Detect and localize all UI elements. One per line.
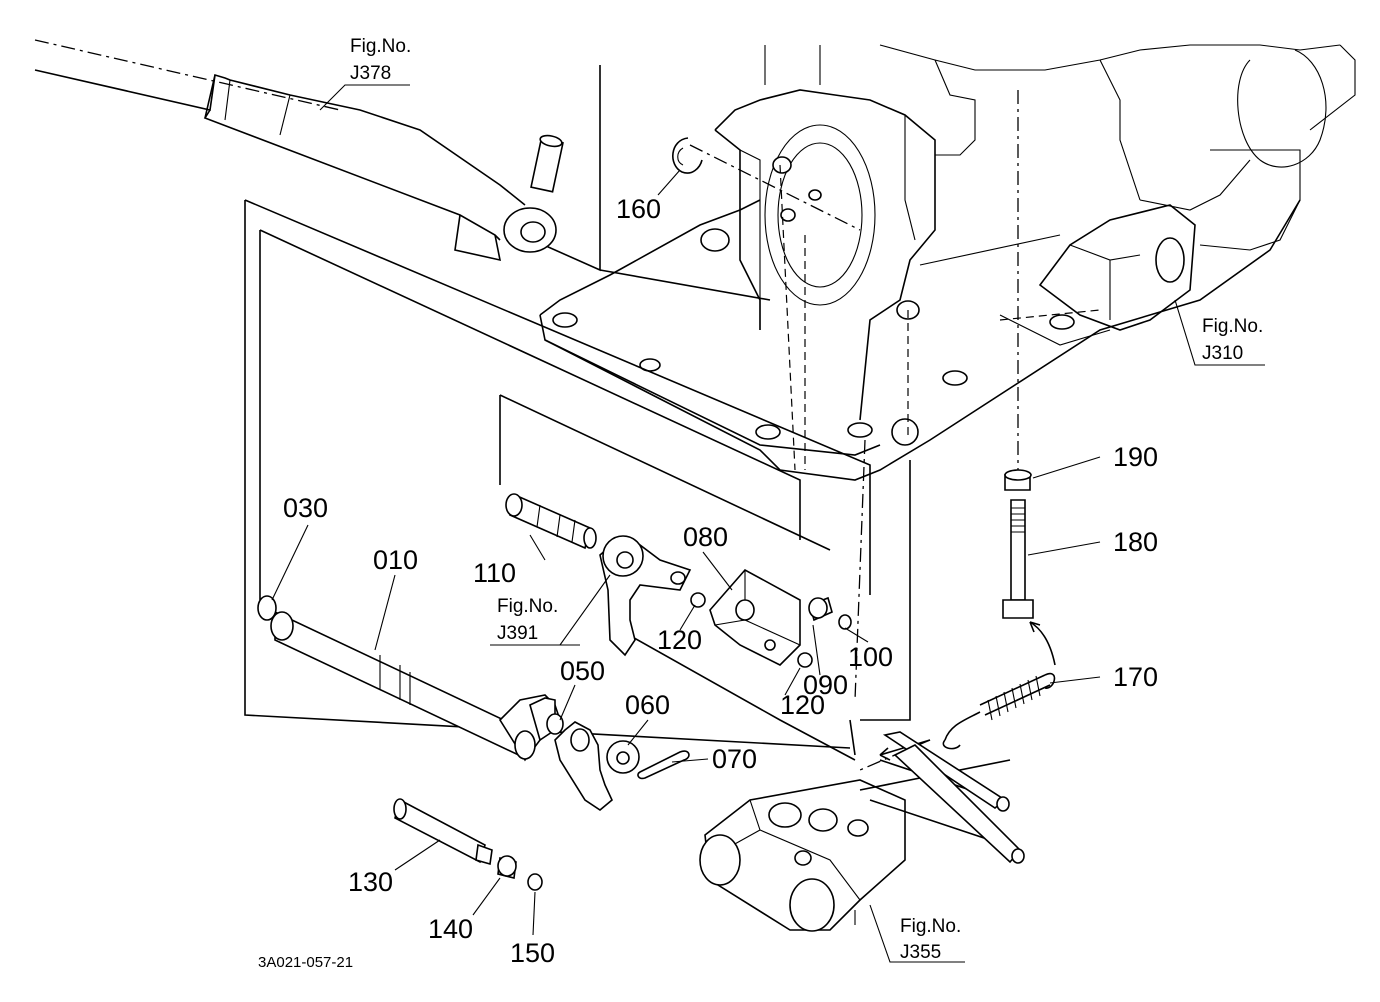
lever-j391 (599, 535, 692, 657)
part-number-callouts: 030 010 110 080 120 100 090 050 060 070 … (283, 194, 1158, 968)
callout-120b: 120 (780, 690, 825, 720)
valve-block-j355 (699, 731, 1025, 932)
callout-070: 070 (712, 744, 757, 774)
part-050-arm (554, 721, 613, 811)
leader-lines (271, 84, 1265, 963)
figure-reference-j391: Fig.No. J391 (497, 596, 558, 644)
callout-140: 140 (428, 914, 473, 944)
transmission-housing (539, 44, 1356, 481)
part-060-washer (606, 740, 640, 774)
part-120a-clip (690, 592, 706, 608)
figure-reference-j355: Fig.No. J355 (900, 916, 961, 963)
fig-label-text: Fig.No. (900, 916, 961, 937)
callout-180: 180 (1113, 527, 1158, 557)
fig-number-text: J378 (350, 63, 391, 84)
part-130-pin (393, 798, 493, 866)
figure-reference-j378: Fig.No. J378 (350, 36, 411, 84)
part-180-bolt (1002, 499, 1034, 619)
fig-number-text: J310 (1202, 343, 1243, 364)
callout-150: 150 (510, 938, 555, 968)
callout-120a: 120 (657, 625, 702, 655)
part-170-spring (879, 621, 1056, 761)
callout-160: 160 (616, 194, 661, 224)
part-160-clip (672, 137, 703, 174)
part-140-collar (497, 855, 517, 879)
part-120b-clip (797, 652, 813, 668)
callout-010: 010 (373, 545, 418, 575)
callout-060: 060 (625, 690, 670, 720)
part-070-cotter-pin (637, 750, 690, 780)
part-100-clip (838, 614, 852, 630)
callout-050: 050 (560, 656, 605, 686)
fig-label-text: Fig.No. (497, 596, 558, 617)
fig-number-text: J355 (900, 942, 941, 963)
callout-130: 130 (348, 867, 393, 897)
part-090-collar (808, 596, 833, 622)
part-190-nut (1004, 469, 1032, 491)
fig-label-text: Fig.No. (350, 36, 411, 57)
fig-number-text: J391 (497, 623, 538, 644)
upper-lever-j378 (34, 69, 564, 262)
callout-090: 090 (803, 670, 848, 700)
part-010-shift-shaft (270, 610, 564, 762)
callout-110: 110 (473, 558, 516, 588)
figure-reference-j310: Fig.No. J310 (1202, 316, 1263, 364)
callout-170: 170 (1113, 662, 1158, 692)
callout-080: 080 (683, 522, 728, 552)
part-150-clip (527, 873, 543, 891)
drawing-code: 3A021-057-21 (258, 954, 353, 971)
part-110-pin (505, 493, 597, 550)
callout-100: 100 (848, 642, 893, 672)
callout-030: 030 (283, 493, 328, 523)
fig-label-text: Fig.No. (1202, 316, 1263, 337)
part-080-bracket (709, 568, 801, 666)
centre-lines (34, 39, 1101, 771)
part-030-o-ring (257, 595, 277, 621)
callout-190: 190 (1113, 442, 1158, 472)
